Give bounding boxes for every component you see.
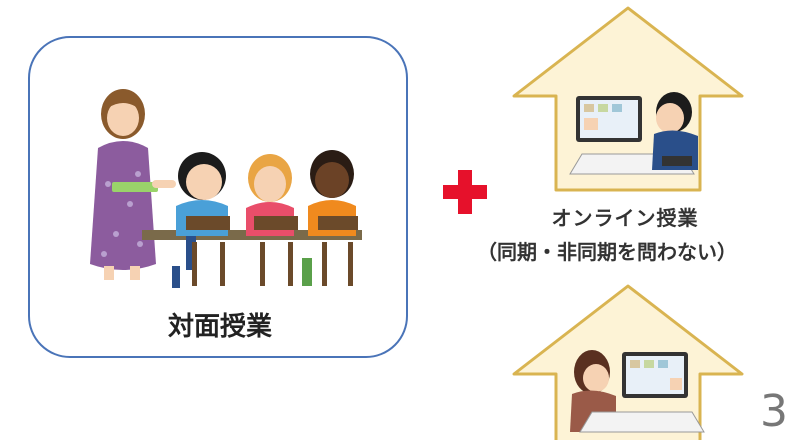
plus-icon <box>443 170 487 214</box>
online-class-subtitle: （同期・非同期を問わない） <box>477 240 737 264</box>
students-illustration-icon <box>142 150 362 288</box>
inperson-panel: 対面授業 <box>28 36 408 358</box>
house-online-girl-icon <box>512 284 744 440</box>
house-online-boy-icon <box>512 6 744 192</box>
page-number: 3 <box>760 386 788 437</box>
teacher-illustration-icon <box>90 89 176 280</box>
online-class-title: オンライン授業 <box>551 206 699 230</box>
inperson-label: 対面授業 <box>167 312 272 342</box>
